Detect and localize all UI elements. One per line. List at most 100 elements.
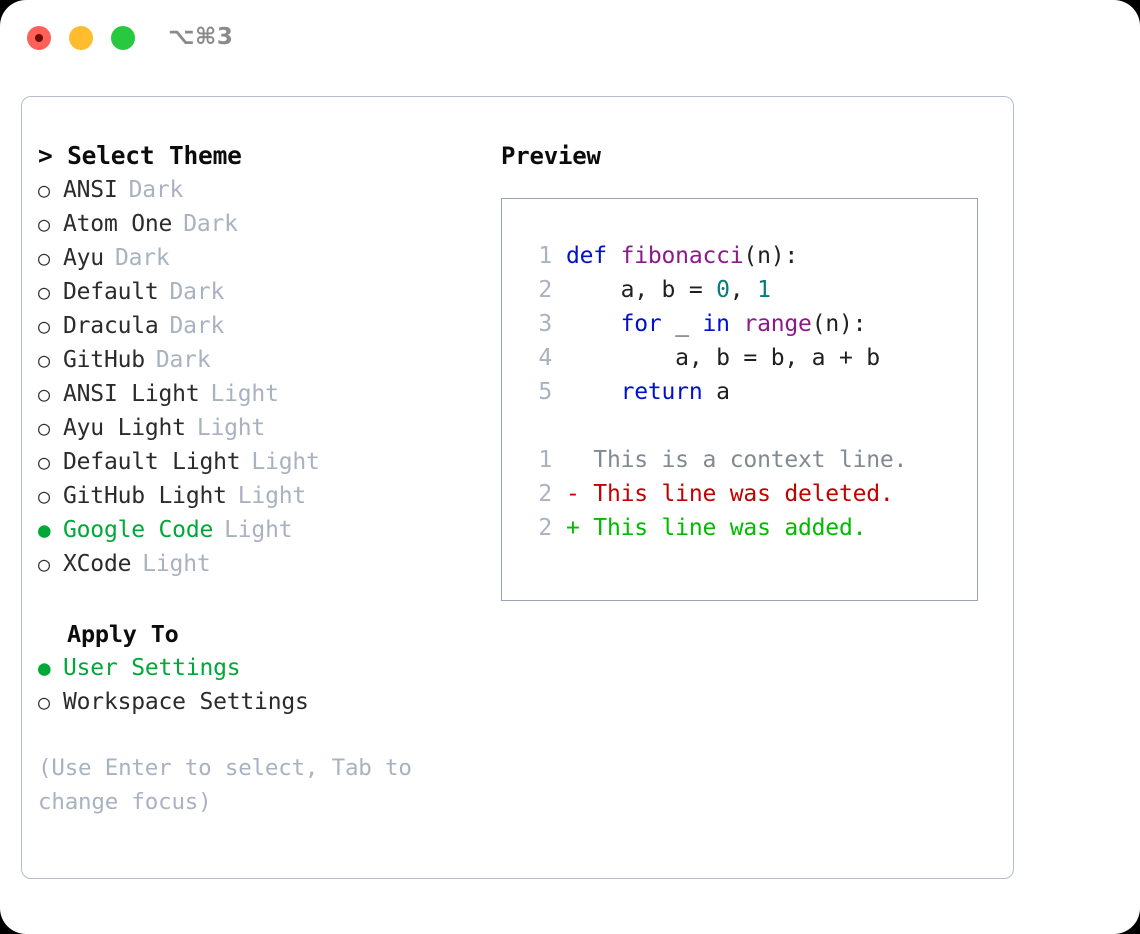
code-line: 4 a, b = b, a + b xyxy=(520,341,969,375)
radio-unselected-icon: ○ xyxy=(38,246,50,270)
theme-option-label: GitHub xyxy=(63,347,145,373)
radio-unselected-icon: ○ xyxy=(38,484,50,508)
radio-unselected-icon: ○ xyxy=(38,280,50,304)
radio-unselected-icon: ○ xyxy=(38,382,50,406)
diff-line-ctx: 1 This is a context line. xyxy=(520,443,969,477)
theme-option-ansi-light[interactable]: ○ ANSI Light Light xyxy=(38,377,488,411)
code-line: 1 def fibonacci(n): xyxy=(520,239,969,273)
radio-unselected-icon: ○ xyxy=(38,314,50,338)
code-token-fn: fibonacci xyxy=(620,243,744,269)
theme-option-default-light[interactable]: ○ Default Light Light xyxy=(38,445,488,479)
theme-option-label: Ayu xyxy=(63,245,104,271)
code-line: 3 for _ in range(n): xyxy=(520,307,969,341)
code-token-plain: a, b = xyxy=(566,277,717,303)
code-line-content: for _ in range(n): xyxy=(566,307,867,341)
theme-variant-tag: Light xyxy=(224,517,293,543)
select-theme-header: > Select Theme xyxy=(38,141,242,170)
theme-option-ayu-light[interactable]: ○ Ayu Light Light xyxy=(38,411,488,445)
code-token-plain: a xyxy=(702,379,730,405)
theme-option-github[interactable]: ○ GitHub Dark xyxy=(38,343,488,377)
theme-variant-tag: Light xyxy=(196,415,266,441)
theme-option-ayu[interactable]: ○ Ayu Dark xyxy=(38,241,488,275)
theme-variant-tag: Dark xyxy=(183,211,238,237)
apply-to-option-label: User Settings xyxy=(63,655,241,681)
keyboard-hint-text: (Use Enter to select, Tab to change focu… xyxy=(38,755,412,815)
line-number: 2 xyxy=(538,481,552,507)
theme-variant-tag: Dark xyxy=(169,313,225,339)
radio-selected-icon: ● xyxy=(38,656,51,680)
maximize-button[interactable] xyxy=(111,26,135,50)
apply-to-list[interactable]: ● User Settings ○Workspace Settings xyxy=(38,651,488,719)
code-line: 5 return a xyxy=(520,375,969,409)
code-line-content: a, b = b, a + b xyxy=(566,341,880,375)
diff-marker: + xyxy=(566,515,594,541)
diff-line-del: 2- This line was deleted. xyxy=(520,477,969,511)
diff-block: 1 This is a context line.2- This line wa… xyxy=(520,443,969,545)
code-token-plain: _ xyxy=(661,311,703,337)
code-line: 2 a, b = 0, 1 xyxy=(520,273,969,307)
line-number: 4 xyxy=(538,345,552,371)
theme-variant-tag: Dark xyxy=(114,245,170,271)
theme-option-ansi[interactable]: ○ ANSI Dark xyxy=(38,173,488,207)
theme-option-label: XCode xyxy=(63,551,132,577)
code-token-kw: in xyxy=(702,311,730,337)
radio-unselected-icon: ○ xyxy=(38,416,50,440)
code-token-plain: (n): xyxy=(811,311,867,337)
traffic-light-group xyxy=(27,26,135,50)
theme-option-label: Dracula xyxy=(63,313,159,339)
code-token-kw: def xyxy=(566,243,621,269)
code-token-kw: for xyxy=(620,311,662,337)
theme-option-label: ANSI Light xyxy=(63,381,200,407)
code-token-num: 0 xyxy=(716,277,730,303)
radio-unselected-icon: ○ xyxy=(38,450,50,474)
theme-option-label: Google Code xyxy=(63,517,214,543)
theme-variant-tag: Light xyxy=(142,551,211,577)
theme-option-label: Ayu Light xyxy=(63,415,186,441)
diff-line-content: This line was deleted. xyxy=(593,481,894,507)
theme-option-dracula[interactable]: ○ Dracula Dark xyxy=(38,309,488,343)
window-shortcut-label: ⌥⌘3 xyxy=(168,24,234,50)
title-bar: ⌥⌘3 xyxy=(0,0,1140,78)
apply-to-option-workspace-settings[interactable]: ○Workspace Settings xyxy=(38,685,488,719)
code-token-fn: range xyxy=(743,311,812,337)
diff-line-content: This line was added. xyxy=(593,515,867,541)
theme-option-label: Default Light xyxy=(63,449,241,475)
line-number: 5 xyxy=(538,379,552,405)
apply-to-option-user-settings[interactable]: ● User Settings xyxy=(38,651,488,685)
code-token-kw: return xyxy=(620,379,703,405)
line-number: 1 xyxy=(538,243,552,269)
theme-option-label: ANSI xyxy=(63,177,118,203)
theme-variant-tag: Dark xyxy=(128,177,184,203)
apply-to-option-label: Workspace Settings xyxy=(63,689,309,715)
code-token-plain: , xyxy=(729,277,758,303)
theme-variant-tag: Light xyxy=(251,449,320,475)
code-token-plain xyxy=(730,311,744,337)
diff-line-add: 2+ This line was added. xyxy=(520,511,969,545)
line-number: 3 xyxy=(538,311,552,337)
code-token-plain: (n): xyxy=(743,243,799,269)
code-token-plain: a, b = b, a + b xyxy=(566,345,880,371)
radio-unselected-icon: ○ xyxy=(38,348,50,372)
close-button[interactable] xyxy=(27,26,51,50)
diff-marker: - xyxy=(566,481,594,507)
theme-variant-tag: Light xyxy=(210,381,279,407)
code-diff-spacer xyxy=(520,409,969,443)
theme-variant-tag: Dark xyxy=(155,347,211,373)
line-number: 1 xyxy=(538,447,552,473)
minimize-button[interactable] xyxy=(69,26,93,50)
code-token-num: 1 xyxy=(757,277,771,303)
radio-unselected-icon: ○ xyxy=(38,178,50,202)
theme-option-label: Atom One xyxy=(63,211,173,237)
preview-title: Preview xyxy=(501,142,601,170)
